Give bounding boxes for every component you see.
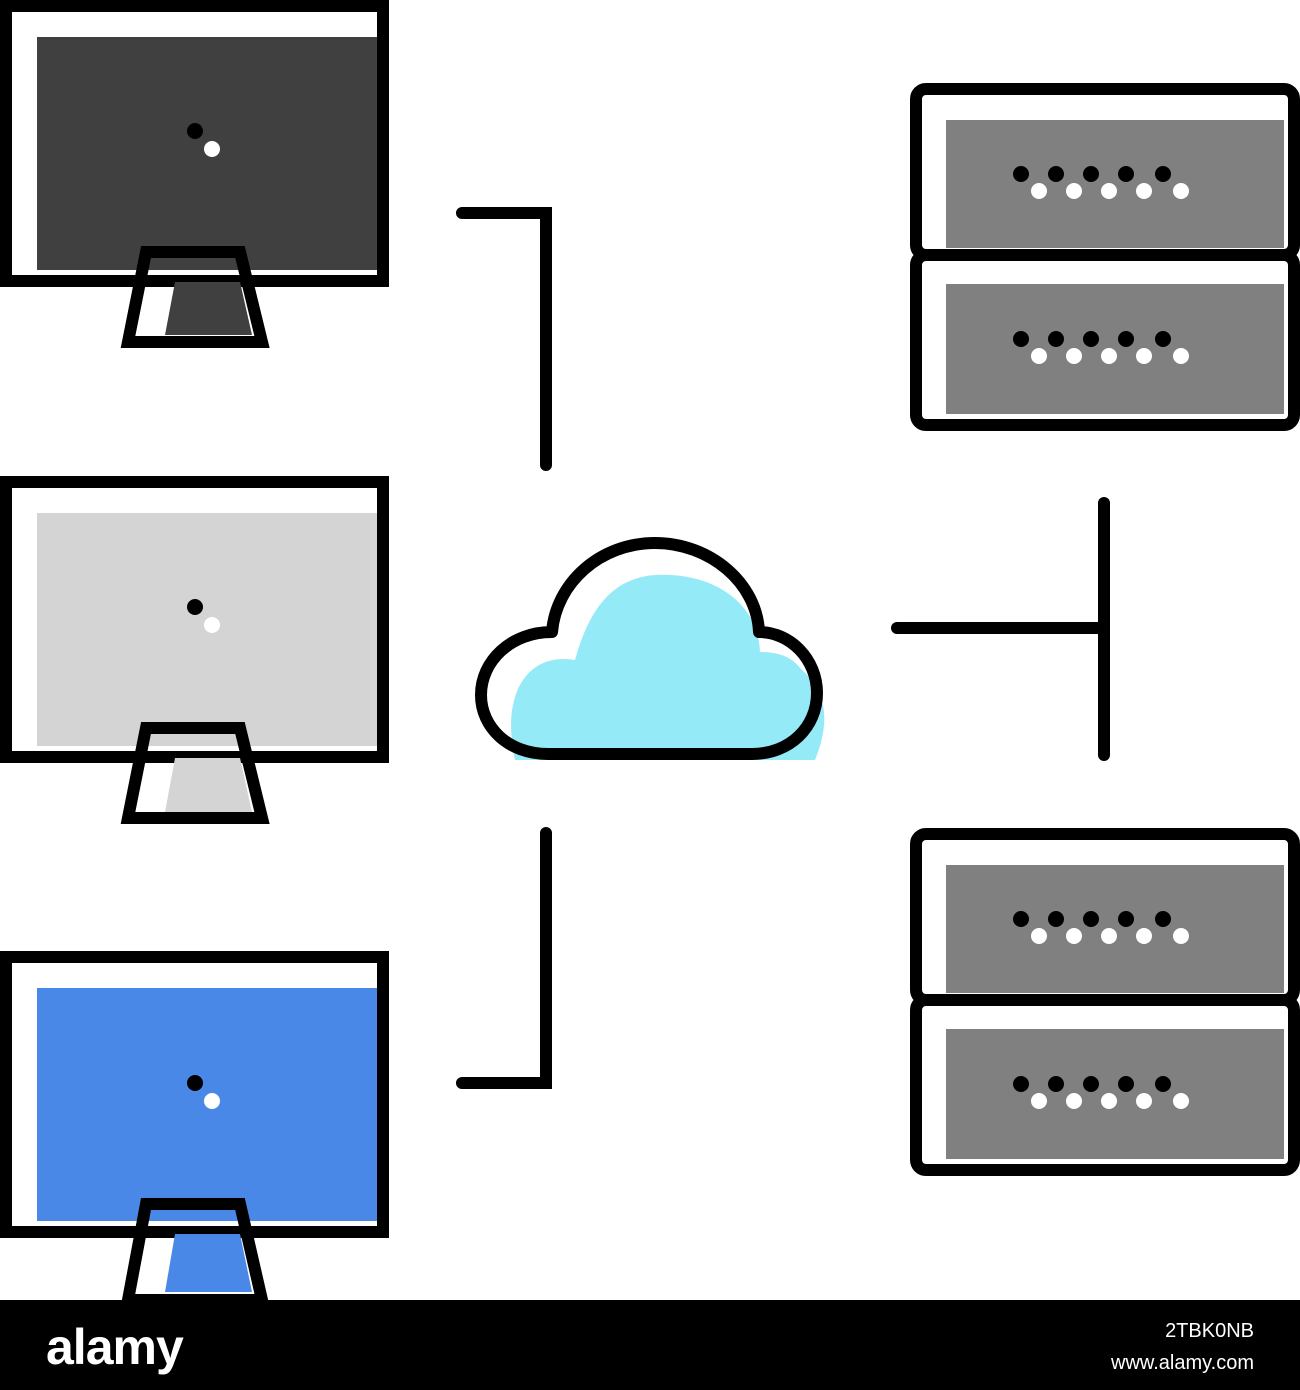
monitor-frame bbox=[0, 951, 389, 1238]
monitor-frame bbox=[0, 476, 389, 763]
indicator-dot bbox=[204, 141, 220, 157]
server-lights bbox=[1013, 331, 1189, 364]
monitor-stand-fill bbox=[165, 282, 252, 335]
cloud-icon bbox=[475, 537, 825, 760]
server-unit-fill bbox=[946, 1029, 1284, 1159]
cloud-outline bbox=[475, 537, 823, 760]
connector-line-top bbox=[456, 207, 552, 471]
server-rack-top-icon bbox=[910, 83, 1300, 431]
connector-line-bottom bbox=[456, 827, 552, 1089]
server-lights bbox=[1013, 1076, 1189, 1109]
watermark-bar: alamy 2TBK0NB www.alamy.com bbox=[0, 1300, 1300, 1390]
monitor-stand-fill bbox=[165, 1234, 252, 1292]
indicator-dot bbox=[204, 1093, 220, 1109]
indicator-dot bbox=[187, 599, 203, 615]
indicator-dot bbox=[204, 617, 220, 633]
server-unit bbox=[910, 249, 1300, 431]
monitor-stand-fill bbox=[165, 758, 252, 812]
monitor-stand bbox=[120, 722, 270, 824]
indicator-dot bbox=[187, 1075, 203, 1091]
network-diagram bbox=[0, 0, 1300, 1300]
computer-monitor-blue-icon bbox=[0, 951, 389, 1300]
computer-monitor-dark-icon bbox=[0, 0, 389, 348]
watermark-url: www.alamy.com bbox=[1111, 1352, 1254, 1374]
watermark-logo: alamy bbox=[46, 1319, 184, 1375]
computer-monitor-light-icon bbox=[0, 476, 389, 824]
monitor-frame bbox=[0, 0, 389, 287]
server-unit-fill bbox=[946, 120, 1284, 248]
indicator-dot bbox=[187, 123, 203, 139]
watermark-image-id: 2TBK0NB bbox=[1165, 1320, 1254, 1342]
monitor-stand bbox=[120, 246, 270, 348]
server-unit bbox=[910, 994, 1300, 1176]
cloud-fill bbox=[511, 574, 825, 760]
server-unit-fill bbox=[946, 284, 1284, 414]
server-lights bbox=[1013, 166, 1189, 199]
monitor-stand bbox=[121, 1198, 269, 1300]
server-lights bbox=[1013, 911, 1189, 944]
server-unit-fill bbox=[946, 865, 1284, 993]
server-rack-bottom-icon bbox=[910, 828, 1300, 1176]
